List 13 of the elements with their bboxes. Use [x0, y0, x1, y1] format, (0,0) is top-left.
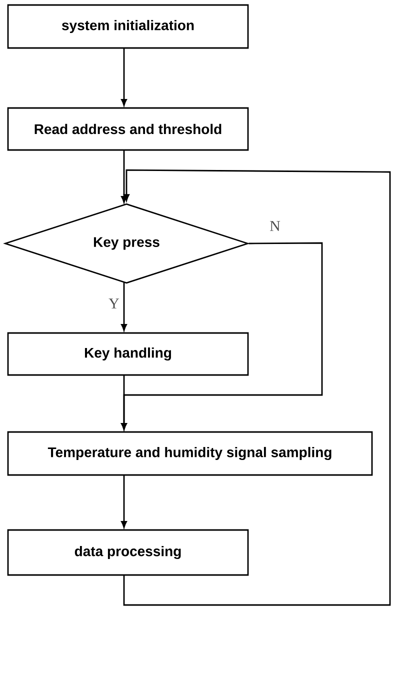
- process-box: data processing: [7, 529, 249, 576]
- process-box: Read address and threshold: [7, 107, 249, 151]
- arrow: [121, 375, 127, 430]
- arrow: [121, 282, 127, 331]
- process-box: system initialization: [7, 4, 249, 49]
- edge-label: N: [268, 220, 282, 232]
- process-box: Temperature and humidity signal sampling: [7, 431, 373, 476]
- arrow: [121, 48, 127, 106]
- arrow: [123, 169, 391, 606]
- edge-label: Y: [108, 298, 120, 310]
- arrow: [121, 150, 127, 203]
- arrow: [121, 475, 127, 528]
- process-box: Key handling: [7, 332, 249, 376]
